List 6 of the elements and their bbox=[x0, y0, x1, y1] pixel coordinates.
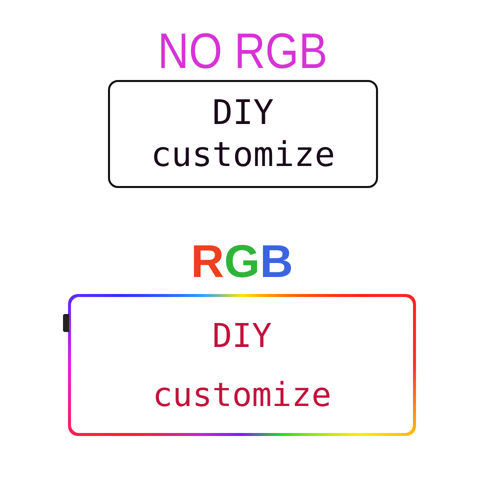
pad-text: customize bbox=[152, 374, 332, 416]
heading: RGB bbox=[190, 234, 294, 289]
heading: NO RGB bbox=[158, 22, 328, 80]
pad-text: customize bbox=[150, 134, 336, 176]
pad-text: DIY bbox=[212, 314, 272, 356]
pad-text: DIY bbox=[212, 92, 274, 134]
